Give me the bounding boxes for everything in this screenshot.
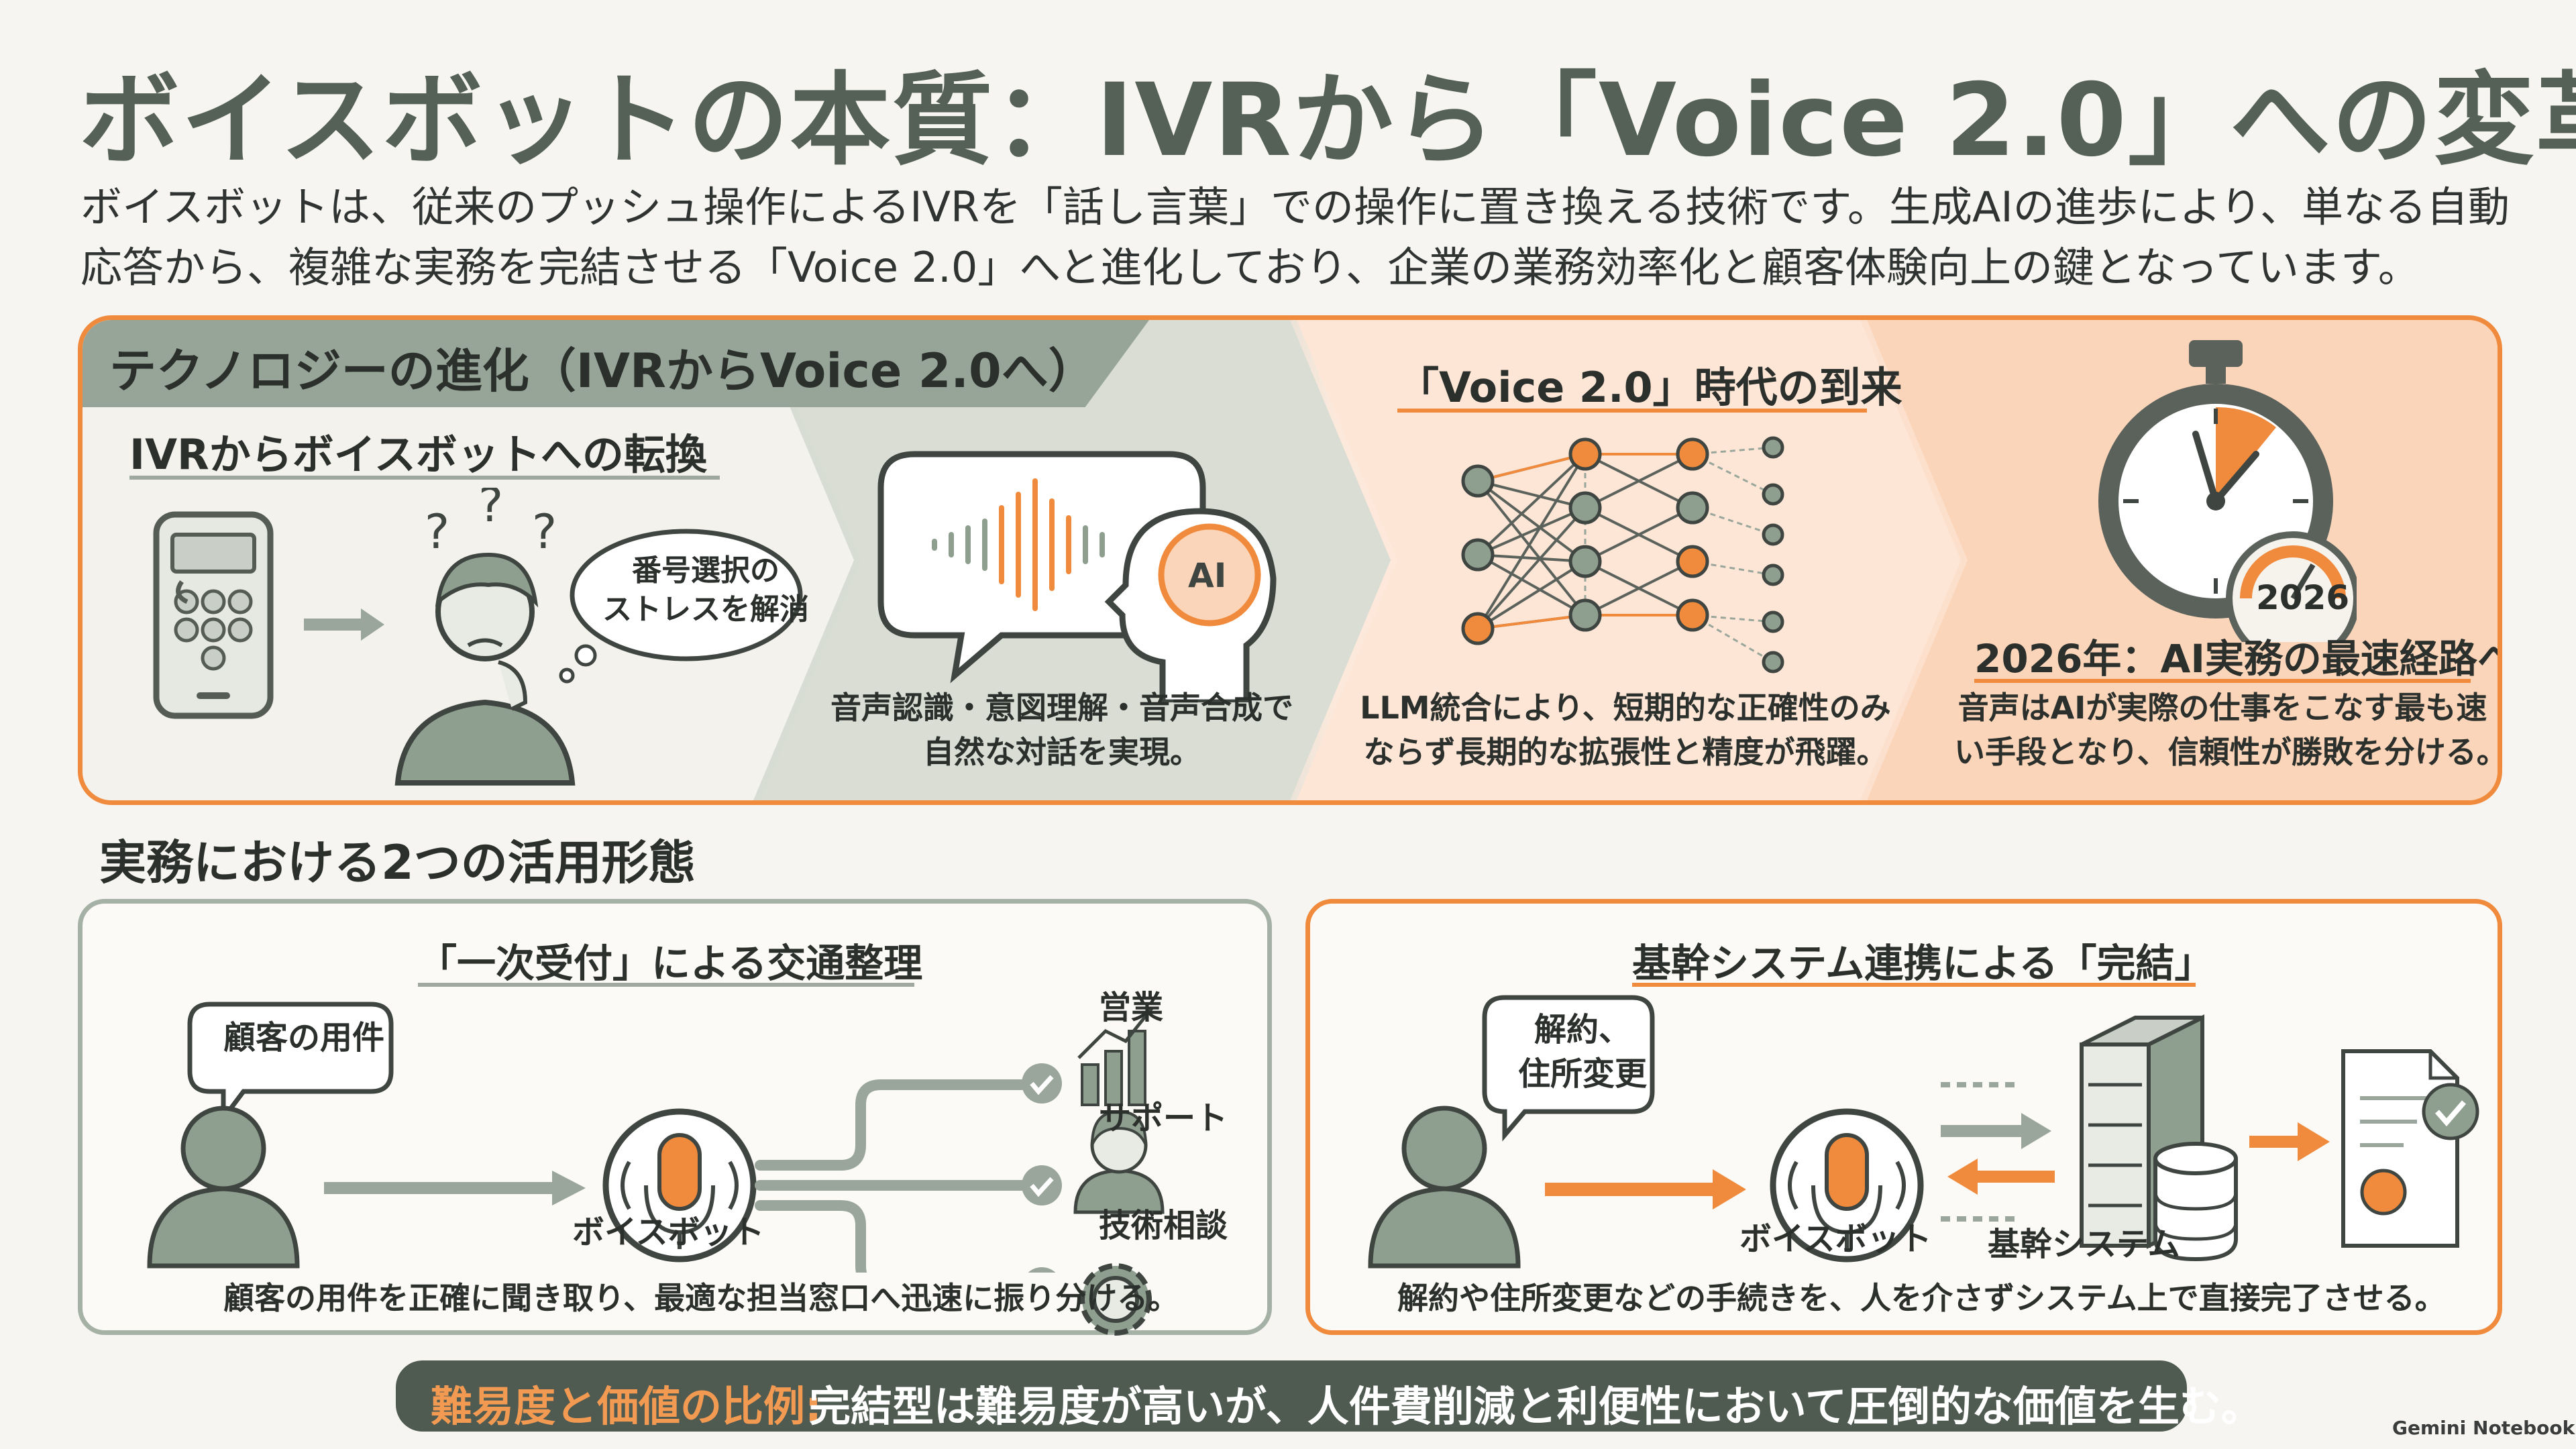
reception-title: 「一次受付」による交通整理	[418, 941, 923, 986]
customer-icon	[147, 1106, 300, 1269]
intro-line-2: 応答から、複雑な実務を完結させる「Voice 2.0」へと進化しており、企業の業…	[80, 243, 2420, 292]
sound-wave-icon	[932, 478, 1105, 611]
stage4-title: 2026年：AI実務の最速経路へ	[1974, 636, 2502, 682]
sync-arrows-icon	[1941, 1082, 2055, 1222]
evolution-band: テクノロジーの進化（IVRからVoice 2.0へ） IVRからボイスボットへの…	[78, 315, 2502, 805]
customer-bubble-text: 顧客の用件	[223, 1019, 385, 1057]
customer-icon	[1368, 1106, 1521, 1269]
stage4-caption: 音声はAIが実際の仕事をこなす最も速 い手段となり、信頼性が勝敗を分ける。	[1954, 686, 2502, 774]
system-label: 基幹システム	[1988, 1226, 2180, 1263]
reception-panel: 「一次受付」による交通整理	[78, 899, 1272, 1336]
reception-bot-label: ボイスボット	[572, 1214, 765, 1251]
right-arrow-icon	[324, 1171, 586, 1205]
stage3-caption-line2: ならず長期的な拡張性と精度が飛躍。	[1363, 734, 1888, 770]
stage2-caption: 音声認識・意図理解・音声合成で 自然な対話を実現。	[827, 686, 1297, 774]
svg-text:?: ?	[478, 488, 503, 533]
voice-ai-illustration: AI	[877, 451, 1277, 702]
stage1-underline	[129, 476, 720, 480]
banner-text: 完結型は難易度が高いが、人件費削減と利便性において圧倒的な価値を生む。	[809, 1382, 2263, 1431]
brand-logo: Gemini Notebook	[2392, 1417, 2575, 1439]
stage3-caption-line1: LLM統合により、短期的な正確性のみ	[1360, 690, 1891, 726]
reception-flow	[147, 1002, 1165, 1273]
banner-emphasis: 難易度と価値の比例:	[431, 1382, 822, 1431]
route-support: サポート	[1099, 1099, 1228, 1137]
completion-panel: 基幹システム連携による「完結」	[1305, 899, 2502, 1335]
completion-bubble-line1: 解約、	[1534, 1011, 1631, 1049]
stage4-underline	[1974, 679, 2471, 683]
evolution-label: テクノロジーの進化（IVRからVoice 2.0へ）	[83, 320, 1149, 407]
evolution-label-text: テクノロジーの進化（IVRからVoice 2.0へ）	[109, 343, 1095, 398]
reception-underline	[418, 983, 914, 987]
sales-chart-icon	[1077, 1006, 1154, 1106]
completion-flow	[1368, 995, 2479, 1269]
customer-bubble	[187, 1002, 394, 1126]
ai-head-icon: AI	[1104, 508, 1277, 702]
completion-bubble: 解約、 住所変更	[1518, 1008, 1647, 1096]
completion-underline	[1632, 983, 2196, 987]
chevron-stage-3	[1297, 320, 1961, 800]
customer-bubble	[1482, 995, 1655, 1142]
stopwatch-icon	[2098, 340, 2357, 642]
orange-right-arrow-icon	[1545, 1169, 1746, 1210]
gear-icon	[1079, 1263, 1152, 1336]
database-icon	[2153, 1142, 2238, 1262]
completion-caption: 解約や住所変更などの手続きを、人を介さずシステム上で直接完了させる。	[1397, 1280, 2446, 1316]
stage3-underline	[1397, 409, 1867, 413]
gauge-year: 2026	[2256, 578, 2350, 617]
completion-bubble-line2: 住所変更	[1518, 1055, 1648, 1093]
intro-line-1: ボイスボットは、従来のプッシュ操作によるIVRを「話し言葉」での操作に置き換える…	[80, 182, 2510, 231]
ai-head-label: AI	[1188, 556, 1226, 595]
stage4-caption-line1: 音声はAIが実際の仕事をこなす最も速	[1957, 690, 2487, 726]
section2-title: 実務における2つの活用形態	[99, 835, 696, 890]
thought-cloud	[559, 529, 803, 684]
routing-branches	[755, 1079, 1047, 1273]
neural-network-icon	[1461, 436, 1784, 674]
support-person-icon	[1073, 1110, 1165, 1214]
svg-text:?: ?	[425, 504, 449, 559]
stage1-title: IVRからボイスボットへの転換	[129, 430, 707, 479]
stage3-caption: LLM統合により、短期的な正確性のみ ならず長期的な拡張性と精度が飛躍。	[1357, 686, 1894, 774]
stage4-caption-line2: い手段となり、信頼性が勝敗を分ける。	[1954, 734, 2502, 770]
right-arrow-icon	[304, 608, 384, 641]
stress-bubble-line1: 番号選択の	[632, 553, 780, 588]
certificate-icon	[2341, 1049, 2479, 1248]
confused-person-icon: ? ? ?	[394, 488, 576, 786]
microphone-icon	[602, 1108, 757, 1263]
stage3-title: 「Voice 2.0」時代の到来	[1397, 363, 1902, 412]
stress-bubble-line2: ストレスを解消	[602, 592, 809, 627]
page-title: ボイスボットの本質：IVRから「Voice 2.0」への変革	[79, 62, 2576, 179]
ivr-illustration: ? ? ?	[153, 488, 803, 786]
completion-bot-label: ボイスボット	[1739, 1220, 1932, 1258]
stage2-caption-line1: 音声認識・意図理解・音声合成で	[830, 690, 1293, 726]
stage2-caption-line2: 自然な対話を実現。	[923, 734, 1201, 770]
completion-title: 基幹システム連携による「完結」	[1632, 941, 2214, 986]
microphone-icon	[1770, 1108, 1924, 1263]
svg-text:?: ?	[532, 504, 557, 559]
route-tech: 技術相談	[1099, 1207, 1228, 1244]
stress-bubble: 番号選択の ストレスを解消	[602, 551, 809, 629]
route-sales: 営業	[1099, 989, 1164, 1026]
value-banner: 難易度と価値の比例: 完結型は難易度が高いが、人件費削減と利便性において圧倒的な…	[396, 1360, 2263, 1432]
phone-icon	[153, 511, 274, 719]
orange-right-arrow-icon	[2249, 1122, 2330, 1161]
reception-caption: 顧客の用件を正確に聞き取り、最適な担当窓口へ迅速に振り分ける。	[223, 1280, 1179, 1316]
check-icons	[1022, 1063, 1062, 1273]
